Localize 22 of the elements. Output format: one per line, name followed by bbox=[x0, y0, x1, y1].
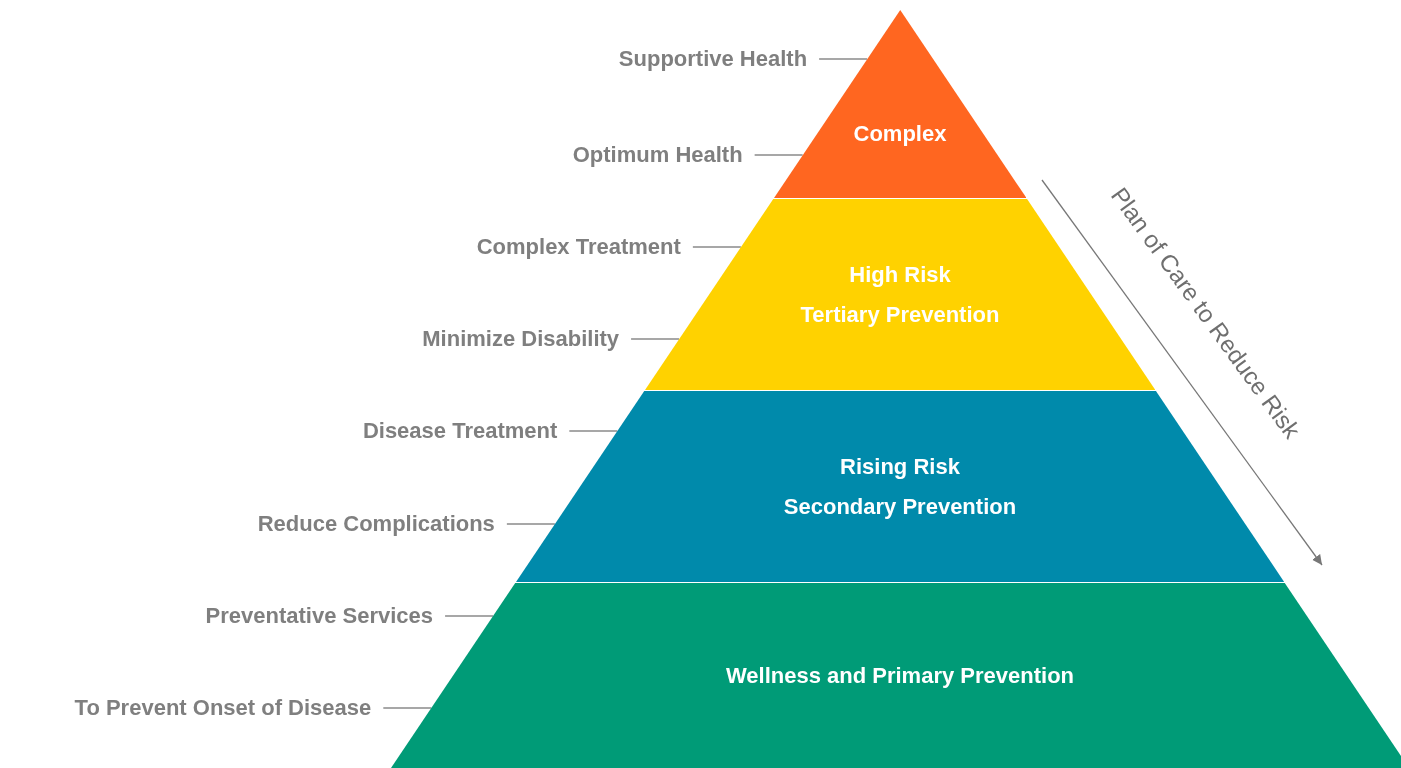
leader-line bbox=[692, 246, 742, 248]
tier-label: Secondary Prevention bbox=[783, 493, 1017, 520]
tier-label: Wellness and Primary Prevention bbox=[725, 662, 1074, 689]
side-label: Optimum Health bbox=[572, 142, 743, 168]
side-label: To Prevent Onset of Disease bbox=[74, 695, 372, 721]
leader-line bbox=[818, 58, 868, 60]
tier-label: Complex bbox=[853, 121, 947, 147]
leader-line bbox=[382, 707, 432, 709]
leader-line bbox=[754, 154, 804, 156]
leader-line bbox=[630, 338, 680, 340]
leader-line bbox=[444, 615, 494, 617]
side-label: Disease Treatment bbox=[362, 418, 558, 444]
side-label: Minimize Disability bbox=[422, 326, 620, 352]
side-label: Preventative Services bbox=[205, 603, 434, 629]
side-label: Complex Treatment bbox=[476, 234, 681, 260]
side-label: Reduce Complications bbox=[257, 511, 495, 537]
tier-label: Tertiary Prevention bbox=[800, 301, 1000, 328]
tier-label: Rising Risk bbox=[840, 453, 960, 480]
leader-line bbox=[568, 430, 618, 432]
side-label: Supportive Health bbox=[618, 46, 808, 72]
leader-line bbox=[506, 523, 556, 525]
tier-label: High Risk bbox=[849, 261, 951, 288]
